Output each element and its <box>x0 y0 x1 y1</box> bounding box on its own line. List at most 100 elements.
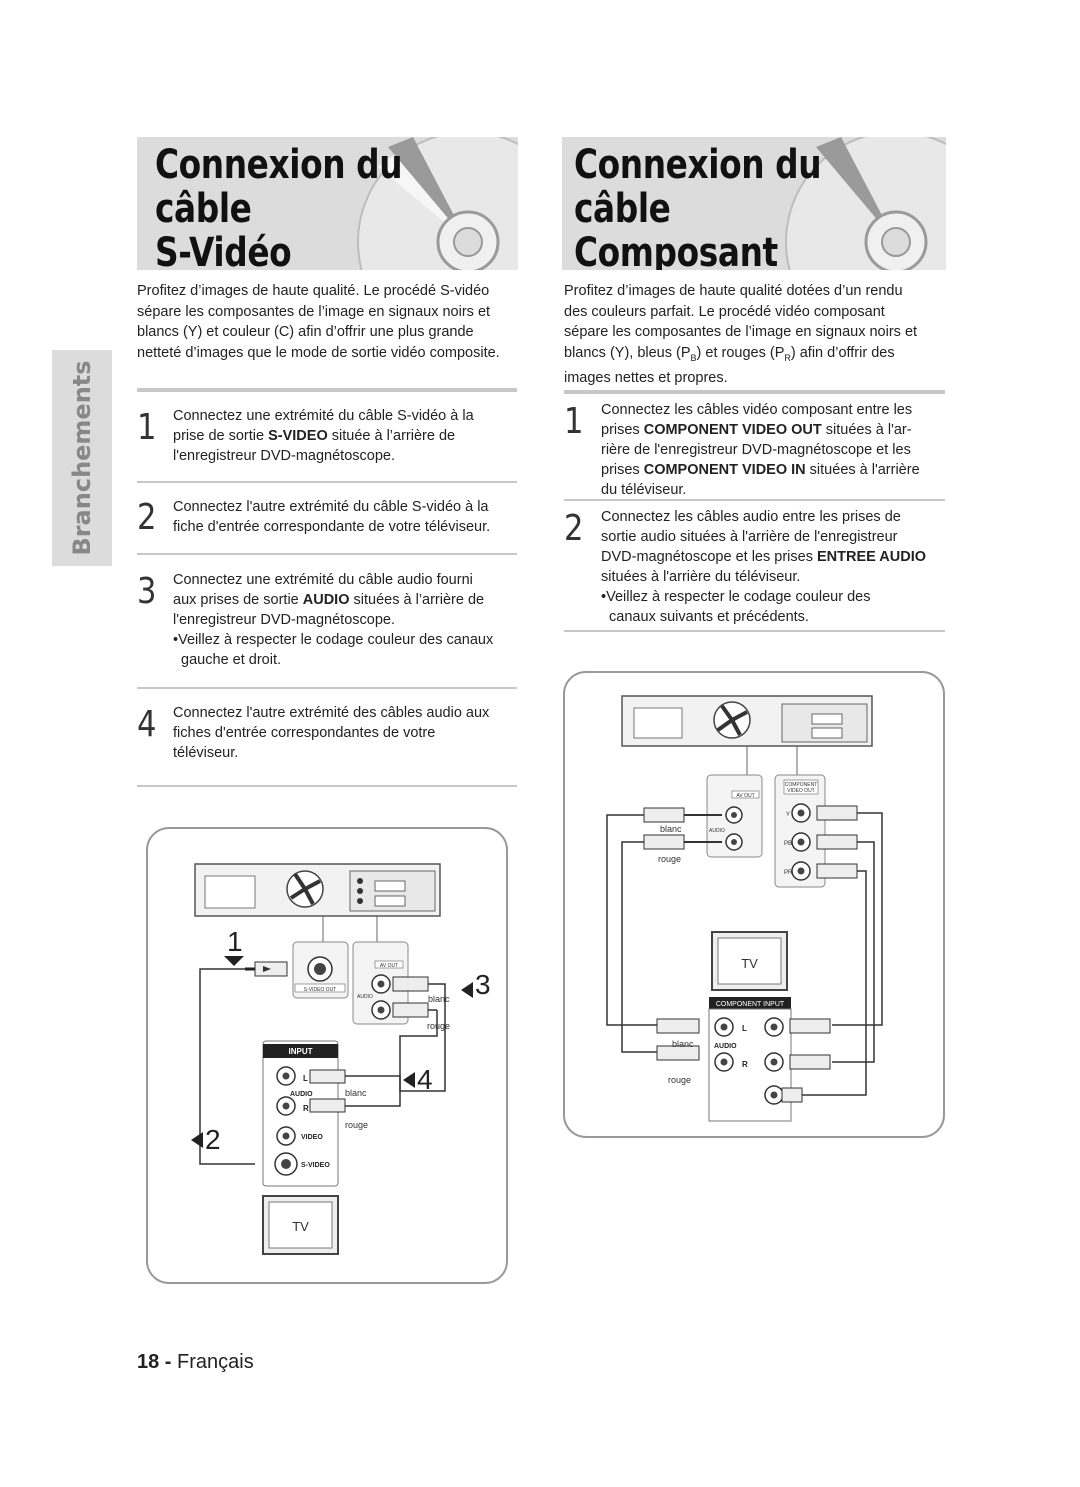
subscript: B <box>690 352 697 363</box>
intro-line: blancs (Y) et couleur (C) afin d’offrir … <box>137 324 474 340</box>
section-tab-label: Branchements <box>68 360 96 556</box>
text-segment: prise de sortie <box>173 428 269 444</box>
section-tab: Branchements <box>52 350 112 566</box>
bold-term: COMPONENT VIDEO IN <box>643 462 806 478</box>
divider <box>137 553 517 555</box>
step-line: DVD-magnétoscope et les prises ENTREE AU… <box>601 547 947 567</box>
intro-component: Profitez d’images de haute qualité dotée… <box>564 281 948 388</box>
page-language: Français <box>177 1351 254 1373</box>
red-label: rouge <box>668 1075 691 1085</box>
white-label: blanc <box>345 1088 367 1098</box>
red-label: rouge <box>658 854 681 864</box>
recorder-back-panel <box>194 863 441 917</box>
intro-line: Profitez d’images de haute qualité. Le p… <box>137 283 490 299</box>
av-out-label: AV OUT <box>736 793 754 799</box>
step-number: 2 <box>564 508 584 549</box>
video-label: VIDEO <box>301 1134 323 1141</box>
step-line: fiches d'entrée correspondantes de votre <box>173 725 436 741</box>
step-3-text: Connectez une extrémité du câble audio f… <box>173 570 518 670</box>
white-label: blanc <box>660 824 682 834</box>
divider <box>137 388 517 392</box>
text-segment: située à l’arrière de <box>327 428 456 444</box>
step-line: canaux suivants et précédents. <box>601 609 809 625</box>
pr-label: PR <box>784 870 793 876</box>
text-segment: ) afin d’offrir des <box>790 344 895 361</box>
subscript: R <box>784 352 791 363</box>
intro-line: Profitez d’images de haute qualité dotée… <box>564 283 903 299</box>
intro-line: des couleurs parfait. Le procédé vidéo c… <box>564 303 885 320</box>
step-number: 3 <box>137 571 157 612</box>
step-number: 1 <box>564 401 584 442</box>
l-label: L <box>303 1074 308 1083</box>
white-label: blanc <box>428 994 450 1004</box>
text-segment: prises <box>601 422 644 438</box>
tv-audio-label: AUDIO <box>290 1091 313 1098</box>
intro-line: images nettes et propres. <box>564 369 728 386</box>
divider <box>137 785 517 787</box>
intro-line: sépare les composantes de l’image en sig… <box>564 324 918 340</box>
step-number: 1 <box>137 407 157 448</box>
text-segment: DVD-magnétoscope et les prises <box>601 549 817 565</box>
step-line: prise de sortie S-VIDEO située à l’arriè… <box>173 426 518 446</box>
page-footer: 18 - Français <box>137 1350 254 1374</box>
disc-icon <box>785 137 946 270</box>
step-line: prises COMPONENT VIDEO IN situées à l'ar… <box>601 460 947 480</box>
y-label: Y <box>786 812 790 818</box>
svideo-label: S-VIDEO <box>301 1162 330 1169</box>
component-out-label: COMPONENT <box>785 782 818 788</box>
text-segment: aux prises de sortie <box>173 592 303 608</box>
title-banner-svideo: Connexion du câble S-Vidéo <box>137 137 518 270</box>
red-label: rouge <box>345 1120 368 1130</box>
pb-label: PB <box>784 841 792 847</box>
audio-label: AUDIO <box>357 994 373 1000</box>
intro-svideo: Profitez d’images de haute qualité. Le p… <box>137 281 517 363</box>
text-segment: situées à l'arrière <box>805 462 920 478</box>
step-line: situées à l'arrière du téléviseur. <box>601 569 801 585</box>
step-line: gauche et droit. <box>173 652 282 668</box>
intro-line: blancs (Y), bleus (PB) et rouges (PR) af… <box>564 343 948 368</box>
r-label: R <box>303 1104 309 1113</box>
title-line-1: Connexion du câble <box>574 142 822 232</box>
tv-label: TV <box>741 956 758 971</box>
divider <box>564 630 945 632</box>
callout-2: 2 <box>205 1124 221 1155</box>
recorder-back-panel <box>621 695 873 747</box>
text-segment: situées à l'ar- <box>821 422 912 438</box>
step-line: rière de l'enregistreur DVD-magnétoscope… <box>601 442 911 458</box>
l-label: L <box>742 1024 747 1033</box>
step-line: Connectez l'autre extrémité des câbles a… <box>173 705 490 721</box>
callout-1: 1 <box>227 926 243 957</box>
divider <box>564 499 945 501</box>
step-line: sortie audio situées à l'arrière de l'en… <box>601 529 898 545</box>
bold-term: ENTREE AUDIO <box>817 549 927 565</box>
intro-line: netteté d’images que le mode de sortie v… <box>137 344 500 361</box>
step-1-text: Connectez une extrémité du câble S-vidéo… <box>173 406 518 466</box>
page-number: 18 <box>137 1351 160 1373</box>
title-line-2: Composant Vidéo <box>574 230 778 270</box>
av-out-label: AV OUT <box>380 963 398 969</box>
divider <box>564 390 945 394</box>
step-number: 2 <box>137 497 157 538</box>
audio-label: AUDIO <box>709 828 725 834</box>
step-line: l'enregistreur DVD-magnétoscope. <box>173 448 395 464</box>
step-line: l'enregistreur DVD-magnétoscope. <box>173 612 395 628</box>
page-separator: - <box>159 1351 178 1373</box>
r-label: R <box>742 1060 748 1069</box>
step-line: aux prises de sortie AUDIO situées à l’a… <box>173 590 518 610</box>
step-line: prises COMPONENT VIDEO OUT situées à l'a… <box>601 420 947 440</box>
step-1-text: Connectez les câbles vidéo composant ent… <box>601 400 947 500</box>
intro-line: sépare les composantes de l’image en sig… <box>137 303 491 320</box>
step-line: Connectez les câbles vidéo composant ent… <box>601 402 913 418</box>
page-title-component: Connexion du câble Composant Vidéo <box>574 143 879 270</box>
step-line: Connectez les câbles audio entre les pri… <box>601 509 901 525</box>
divider <box>137 687 517 689</box>
component-out-panel <box>774 774 826 888</box>
step-line: du téléviseur. <box>601 482 687 498</box>
disc-icon <box>357 137 518 270</box>
step-2-text: Connectez les câbles audio entre les pri… <box>601 507 947 627</box>
page-title-svideo: Connexion du câble S-Vidéo <box>155 143 453 270</box>
input-label: INPUT <box>289 1047 313 1056</box>
title-banner-component: Connexion du câble Composant Vidéo <box>562 137 946 270</box>
step-number: 4 <box>137 704 157 745</box>
bold-term: AUDIO <box>302 592 350 608</box>
